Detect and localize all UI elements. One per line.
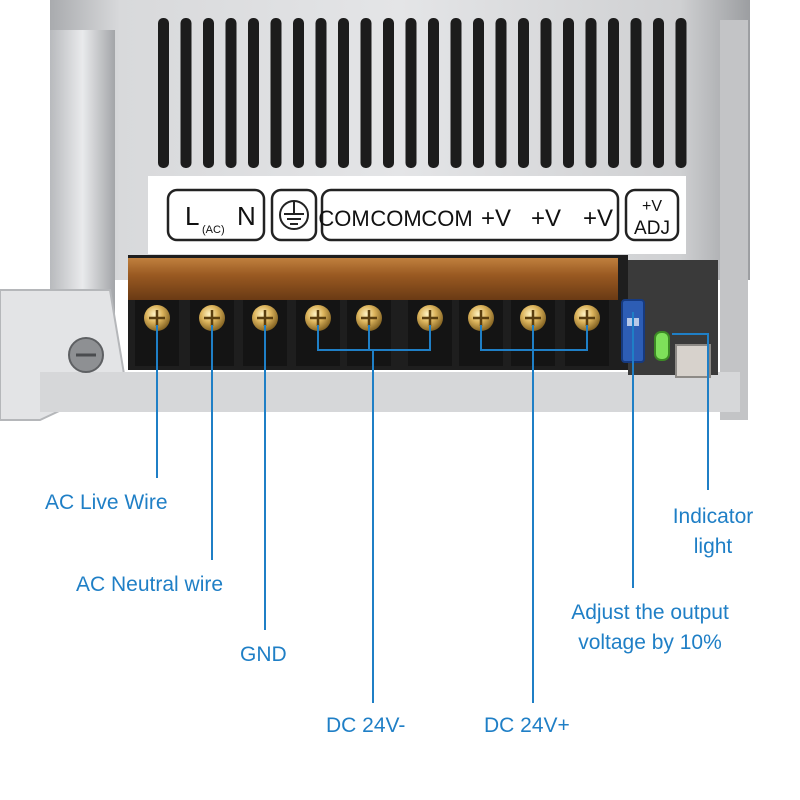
vent-slot [293,18,304,168]
vent-slot [338,18,349,168]
indicator-led [654,331,670,361]
label-box-ac [166,188,266,242]
callout-ac-live: AC Live Wire [45,491,168,514]
vent-slot [518,18,529,168]
label-vplus-3: +V [583,205,613,232]
vent-slot [225,18,237,168]
callout-indicator: Indicator light [655,502,771,562]
housing-bottom-strip [40,372,740,412]
vent-slot [270,18,282,168]
housing-right-side [720,20,748,420]
earth-ground-icon [279,200,309,230]
vent-slot [495,18,507,168]
vent-slot [383,18,394,168]
label-neutral: N [237,201,256,231]
vent-slot [248,18,259,168]
vent-slot [450,18,462,168]
callout-indicator-line2: light [693,535,733,558]
vent-slot [428,18,439,168]
terminal-screw [347,300,391,366]
vent-slot [473,18,484,168]
vent-slot [158,18,169,168]
callout-adjust-line2: voltage by 10% [578,631,722,654]
vent-slot [563,18,574,168]
label-box-earth [270,188,318,242]
terminal-screw [243,300,287,366]
label-line: L [185,201,199,231]
callout-adjust: Adjust the output voltage by 10% [545,598,755,658]
callout-adjust-line1: Adjust the output [571,601,729,624]
callout-dc-plus: DC 24V+ [484,714,570,737]
label-com-1: COM [318,206,369,231]
label-vplus-1: +V [481,205,511,232]
label-adj-top: +V [642,198,662,215]
label-box-outputs [320,188,620,242]
vent-slot [540,18,552,168]
label-adj-bottom: ADJ [634,218,670,239]
vent-slot [203,18,214,168]
label-vplus-2: +V [531,205,561,232]
vent-slot [608,18,619,168]
vent-slot [630,18,642,168]
label-com-2: COM [370,206,421,231]
vent-slot [315,18,327,168]
ventilation-slots [158,18,687,168]
callout-ac-neutral: AC Neutral wire [76,573,224,596]
vent-slot [360,18,372,168]
label-ac: (AC) [202,224,225,236]
housing-left-flange [50,30,115,330]
vent-slot [180,18,192,168]
vent-slot [405,18,417,168]
callout-dc-minus: DC 24V- [326,714,406,737]
vent-slot [653,18,664,168]
label-box-adj [624,188,680,242]
leader-lines [156,312,709,703]
terminal-screw [459,300,503,366]
terminal-block-top [128,258,618,300]
callout-indicator-line1: Indicator [672,505,754,528]
leader-indicator [672,333,709,490]
vent-slot [675,18,687,168]
label-com-3: COM [421,206,472,231]
vent-slot [585,18,597,168]
callout-gnd: GND [240,643,287,666]
